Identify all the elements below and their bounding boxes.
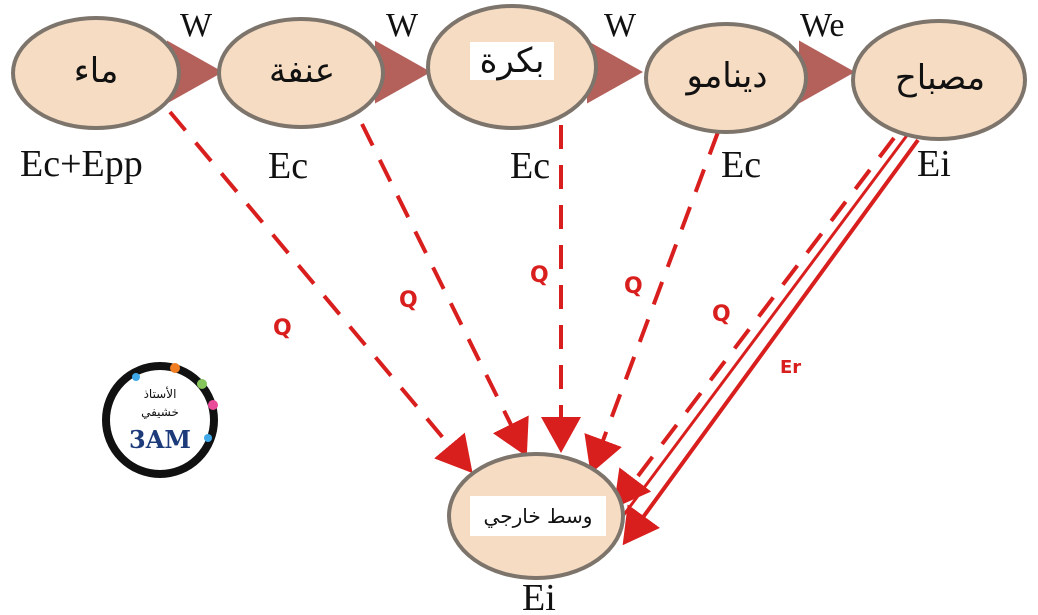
node-dynamo: دينامو [644, 22, 808, 134]
logo: الأستاذ خشيفي 3AM [102, 362, 218, 478]
transfer-label-1: W [180, 7, 213, 44]
node-dynamo-shape [644, 22, 808, 134]
heat-label-turbine: Q [399, 288, 418, 313]
node-turbine: عنفة [217, 17, 385, 129]
logo-dot-pink [208, 400, 218, 410]
node-lamp-shape [851, 19, 1027, 141]
sink-node: وسط خارجي [447, 452, 625, 580]
heat-arrow-turbine [360, 123, 529, 457]
logo-dot-blue-top [132, 373, 140, 381]
node-pulley-label-box [470, 42, 554, 80]
logo-dot-blue-bottom [204, 434, 212, 442]
energy-label-water: Ec+Epp [20, 143, 143, 185]
sink-node-label: وسط خارجي [484, 504, 593, 529]
node-pulley-label: بكرة [480, 41, 545, 81]
transfer-label-2: W [386, 7, 419, 44]
energy-label-lamp: Ei [917, 143, 951, 185]
logo-dot-orange [170, 363, 180, 373]
heat-label-lamp: Q [712, 302, 731, 327]
heat-arrow-dynamo [584, 131, 720, 474]
transfer-label-3: W [604, 7, 637, 44]
logo-ring [102, 362, 218, 478]
energy-label-pulley: Ec [510, 145, 550, 187]
node-lamp: مصباح [851, 19, 1027, 141]
logo-brand: 3AM [129, 425, 191, 454]
node-water-label: ماء [74, 51, 119, 91]
radiation-arrow-lamp-outline [612, 133, 910, 529]
logo-line-1: الأستاذ [144, 386, 177, 401]
heat-arrow-lamp [613, 136, 896, 509]
node-pulley: بكرة [426, 4, 598, 130]
heat-label-dynamo: Q [624, 274, 643, 299]
energy-label-dynamo: Ec [721, 144, 761, 186]
logo-line-2: خشيفي [141, 405, 179, 419]
sink-energy-label: Ei [522, 577, 556, 615]
node-water-shape [11, 16, 181, 130]
node-lamp-label: مصباح [895, 58, 985, 98]
loss-arrows [168, 110, 920, 546]
node-water: ماء [11, 16, 181, 130]
logo-dot-green [197, 379, 207, 389]
node-turbine-shape [217, 17, 385, 129]
heat-label-water: Q [273, 316, 292, 341]
node-turbine-label: عنفة [269, 51, 335, 91]
node-dynamo-label: دينامو [685, 56, 768, 96]
transfer-label-4: We [800, 7, 844, 44]
radiation-label-lamp: Er [780, 357, 801, 378]
heat-label-pulley: Q [530, 263, 549, 288]
sink-label-box [470, 496, 606, 536]
radiation-arrow-lamp [622, 138, 920, 546]
energy-label-turbine: Ec [268, 145, 308, 187]
